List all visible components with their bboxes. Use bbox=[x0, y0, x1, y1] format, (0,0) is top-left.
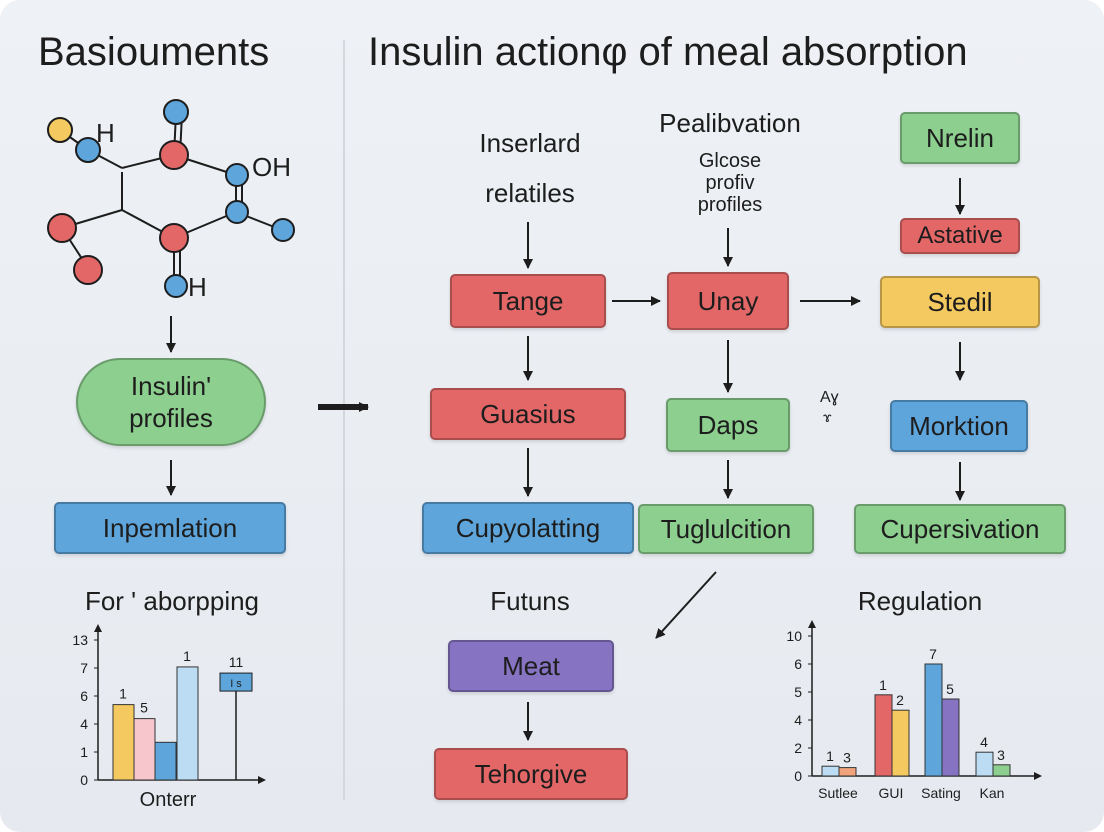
bar-label: 3 bbox=[997, 747, 1005, 763]
bar-label: 1 bbox=[119, 686, 127, 702]
bar-label: 3 bbox=[843, 750, 851, 766]
panel-divider bbox=[343, 40, 345, 800]
bar bbox=[154, 741, 177, 781]
y-tick-label: 6 bbox=[794, 656, 802, 672]
left-chart-title: For ' aborpping bbox=[84, 586, 260, 616]
x-axis-label: Onterr bbox=[140, 789, 197, 811]
bar-label: 7 bbox=[929, 646, 937, 662]
atom bbox=[225, 163, 249, 187]
y-tick-label: 4 bbox=[80, 716, 88, 732]
atom bbox=[73, 255, 103, 285]
bar bbox=[112, 704, 135, 781]
bar bbox=[992, 764, 1011, 777]
left-panel-title: Basiouments bbox=[38, 30, 270, 74]
bar bbox=[941, 698, 960, 777]
molecule-structure bbox=[47, 99, 295, 298]
y-tick-label: 13 bbox=[72, 632, 88, 648]
unay-box: Unay bbox=[667, 272, 789, 330]
tehorgive-box: Tehorgive bbox=[434, 748, 628, 800]
atom-label-h: H bbox=[96, 118, 115, 148]
astative-box: Astative bbox=[900, 218, 1020, 254]
marker-top-label: 11 bbox=[229, 654, 244, 670]
y-tick-label: 6 bbox=[80, 688, 88, 704]
daps-box: Daps bbox=[666, 398, 790, 452]
col1-header: Inserlard relatiles bbox=[479, 128, 581, 208]
annotation-line2: ɤ bbox=[823, 409, 832, 425]
meat-box: Meat bbox=[448, 640, 614, 692]
x-axis-arrow bbox=[1034, 772, 1042, 780]
bar bbox=[838, 767, 857, 777]
bar bbox=[176, 666, 199, 781]
atom bbox=[159, 223, 189, 253]
marker-box bbox=[219, 672, 253, 692]
guasius-box: Guasius bbox=[430, 388, 626, 440]
atom-label-h: H bbox=[188, 272, 207, 302]
bar-label: 1 bbox=[826, 748, 834, 764]
y-tick-label: 10 bbox=[786, 628, 802, 644]
y-axis-arrow bbox=[808, 620, 816, 628]
atom bbox=[47, 117, 73, 143]
atom bbox=[164, 274, 188, 298]
atom-label-oh: OH bbox=[252, 152, 291, 182]
morktion-box: Morktion bbox=[890, 400, 1028, 452]
futuns-label: Futuns bbox=[490, 586, 570, 616]
y-tick-label: 1 bbox=[80, 744, 88, 760]
y-tick-label: 5 bbox=[794, 684, 802, 700]
flow-arrow bbox=[655, 571, 717, 639]
y-tick-label: 7 bbox=[80, 660, 88, 676]
cupersivation-box: Cupersivation bbox=[854, 504, 1066, 554]
stedil-box: Stedil bbox=[880, 276, 1040, 328]
nrelin-box: Nrelin bbox=[900, 112, 1020, 164]
y-tick-label: 0 bbox=[80, 772, 88, 788]
x-tick-label: GUI bbox=[879, 785, 904, 801]
bar-label: 1 bbox=[183, 648, 191, 664]
annotation-line1: Aɣ bbox=[820, 389, 839, 406]
x-tick-label: Kan bbox=[980, 785, 1005, 801]
right-chart-title: Regulation bbox=[857, 586, 983, 616]
marker-inner-label: I s bbox=[230, 678, 242, 690]
bar bbox=[924, 663, 943, 777]
inpemlation-box: Inpemlation bbox=[54, 502, 286, 554]
bar-label: 5 bbox=[140, 700, 148, 716]
col2-subheader: Glcose profiv profiles bbox=[697, 150, 763, 216]
tuglulcition-box: Tuglulcition bbox=[638, 504, 814, 554]
cupyolatting-box: Cupyolatting bbox=[422, 502, 634, 554]
bar bbox=[891, 709, 910, 777]
insulin-profiles-pill: Insulin' profiles bbox=[76, 358, 266, 446]
bar bbox=[874, 694, 893, 777]
x-tick-label: Sating bbox=[921, 785, 961, 801]
bar-label: 5 bbox=[946, 681, 954, 697]
y-tick-label: 2 bbox=[794, 740, 802, 756]
bar bbox=[975, 751, 994, 777]
x-axis-arrow bbox=[258, 776, 266, 784]
y-axis-arrow bbox=[94, 624, 102, 632]
atom bbox=[271, 218, 295, 242]
atom bbox=[159, 140, 189, 170]
y-tick-label: 0 bbox=[794, 768, 802, 784]
atom bbox=[47, 213, 77, 243]
bar bbox=[821, 765, 840, 777]
bar-label: 4 bbox=[980, 734, 988, 750]
col2-header: Pealibvation bbox=[659, 108, 801, 138]
atom bbox=[75, 137, 101, 163]
bar bbox=[133, 718, 156, 781]
x-tick-label: Sutlee bbox=[818, 785, 858, 801]
main-title: Insulin actionφ of meal absorption bbox=[368, 30, 968, 74]
atom bbox=[225, 200, 249, 224]
atom bbox=[163, 99, 189, 125]
tange-box: Tange bbox=[450, 274, 606, 328]
bar-label: 2 bbox=[896, 692, 904, 708]
y-tick-label: 4 bbox=[794, 712, 802, 728]
bar-label: 1 bbox=[879, 677, 887, 693]
